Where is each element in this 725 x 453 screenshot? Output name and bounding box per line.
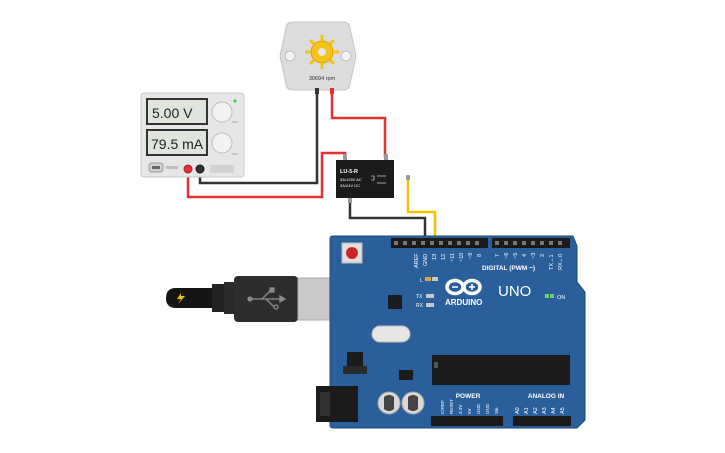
pin-label-2: 2 <box>540 254 546 257</box>
led-l-label: L <box>420 278 423 284</box>
current-display <box>146 129 208 156</box>
power-header <box>431 416 503 426</box>
atmega-chip <box>432 355 570 385</box>
wire-yellow-relay-to-pin13[interactable] <box>406 178 437 244</box>
pin-label-7: 7 <box>495 254 501 257</box>
arduino-logo-text: ARDUINO <box>445 298 482 307</box>
relay-rating-ac: 3A/125V AC <box>340 177 362 182</box>
power-supply[interactable]: 5.00 V 79.5 mA <box>140 92 245 178</box>
voltage-knob[interactable] <box>211 101 233 123</box>
analog-pin-labels: A0 A1 A2 A3 A4 A5 <box>515 407 566 414</box>
terminal-positive[interactable] <box>183 164 193 174</box>
voltage-display <box>146 98 208 125</box>
motor-speed: 30694 rpm <box>309 76 336 82</box>
voltage-readout: 5.00 V <box>152 105 193 121</box>
capacitor-1 <box>377 391 401 415</box>
led-rx-label: RX <box>416 303 424 309</box>
pin-label-5v: 5V <box>467 408 472 414</box>
lightning-icon <box>177 293 185 304</box>
relay-rating-dc: 3A/24V DC <box>340 183 360 188</box>
pin-label-a3: A3 <box>542 407 548 414</box>
pin-label-aref: AREF <box>414 253 420 268</box>
pin-label-11: ~11 <box>450 253 456 262</box>
usb-icon <box>247 287 287 310</box>
wire-black-relay-to-gnd[interactable] <box>348 198 427 244</box>
wire-red-motor-to-relay[interactable] <box>330 92 387 158</box>
led-tx <box>426 294 434 298</box>
current-knob[interactable] <box>211 132 233 154</box>
led-tx-label: TX <box>416 294 423 300</box>
capacitor-2 <box>401 391 425 415</box>
pin-label-a5: A5 <box>560 407 566 414</box>
relay-model: LU-5-R <box>340 169 358 175</box>
arduino-model: UNO <box>498 283 531 300</box>
analog-label: ANALOG IN <box>528 393 565 400</box>
current-readout: 79.5 mA <box>151 136 204 152</box>
pin-label-8: 8 <box>477 254 483 257</box>
pin-label-a2: A2 <box>533 407 539 414</box>
pin-label-4: 4 <box>522 254 528 257</box>
pin-label-13: 13 <box>432 254 438 260</box>
led-l <box>425 277 431 281</box>
pin-label-a1: A1 <box>524 407 530 414</box>
pin-label-1: TX→1 <box>549 254 555 270</box>
dc-motor[interactable]: 30694 rpm <box>279 21 357 94</box>
pin-label-9: ~9 <box>468 253 474 259</box>
crystal-oscillator <box>371 325 411 343</box>
pin-label-6: ~6 <box>504 253 510 259</box>
pin-label-gnd: GND <box>423 254 429 266</box>
terminal-negative[interactable] <box>195 164 205 174</box>
led-rx <box>426 303 434 307</box>
pin-label-a4: A4 <box>551 407 557 414</box>
pin-label-3v3: 3.3V <box>458 405 463 414</box>
digital-header-label: DIGITAL (PWM ~) <box>482 265 535 272</box>
pin-label-5: ~5 <box>513 253 519 259</box>
pin-label-vin: Vin <box>494 407 499 414</box>
analog-header <box>513 416 571 426</box>
power-label: POWER <box>456 393 481 400</box>
pin-label-10: ~10 <box>459 253 465 262</box>
arduino-logo-icon <box>445 278 482 296</box>
reset-button[interactable] <box>341 242 363 264</box>
pin-label-reset: RESET <box>449 399 454 414</box>
pin-label-3: ~3 <box>531 253 537 259</box>
pin-label-12: 12 <box>441 254 447 260</box>
pin-label-gnd2: GND <box>485 403 490 414</box>
pin-label-0: RX←0 <box>558 254 564 270</box>
arduino-uno-board[interactable]: AREF GND 13 12 ~11 ~10 ~9 8 7 ~6 ~5 4 ~3… <box>316 235 586 429</box>
relay[interactable]: LU-5-R 3A/125V AC 3A/24V DC <box>336 154 410 203</box>
power-pin-labels: IOREF RESET 3.3V 5V GND GND Vin <box>440 399 499 414</box>
pin-label-ioref: IOREF <box>440 400 445 414</box>
pin-label-gnd1: GND <box>476 403 481 414</box>
relay-symbol-icon <box>371 175 386 184</box>
pin-label-a0: A0 <box>515 407 521 414</box>
on-label: ON <box>557 295 565 301</box>
motor-shaft-icon <box>305 35 339 69</box>
digital-pin-labels: AREF GND 13 12 ~11 ~10 ~9 8 7 ~6 ~5 4 ~3… <box>414 253 564 270</box>
